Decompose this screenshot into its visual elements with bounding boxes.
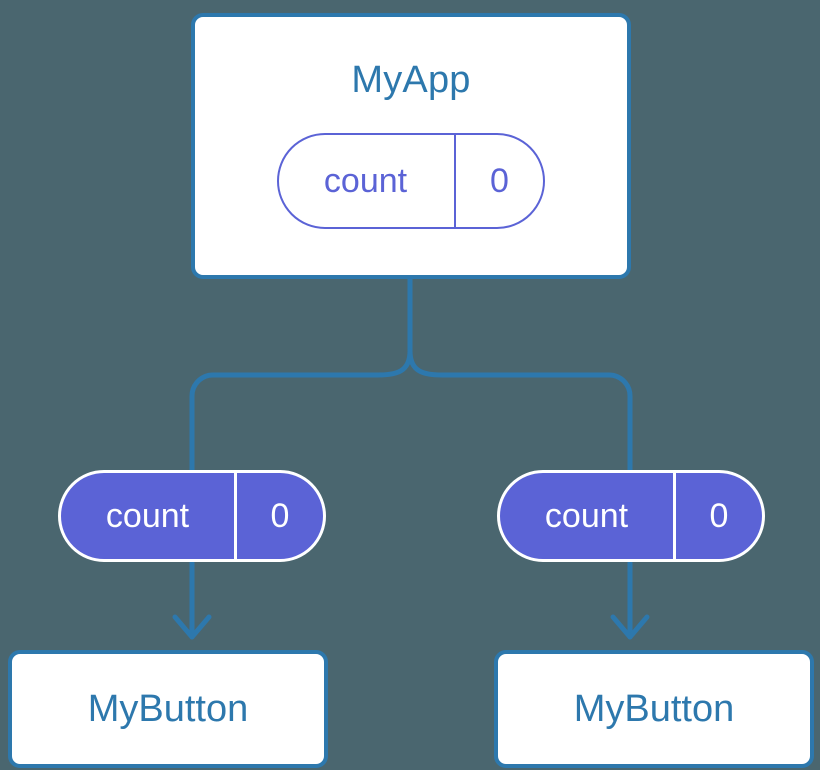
- component-card-right-child[interactable]: MyButton: [494, 650, 814, 768]
- state-value-right: 0: [709, 497, 729, 535]
- state-pill-root[interactable]: count 0: [277, 133, 545, 229]
- state-key-right: count: [500, 473, 676, 559]
- state-value-root: 0: [490, 162, 509, 200]
- component-name-root: MyApp: [351, 59, 471, 101]
- component-name-right-child: MyButton: [573, 688, 735, 730]
- state-pill-right[interactable]: count 0: [497, 470, 765, 562]
- state-pill-left[interactable]: count 0: [58, 470, 326, 562]
- state-value-left: 0: [270, 497, 290, 535]
- arrow-right-head: [610, 614, 650, 640]
- state-key-root: count: [279, 135, 456, 227]
- arrow-left-head: [172, 614, 212, 640]
- state-key-left: count: [61, 473, 237, 559]
- component-name-left-child: MyButton: [87, 688, 249, 730]
- branch-right-line: [407, 348, 633, 473]
- component-card-left-child[interactable]: MyButton: [8, 650, 328, 768]
- branch-left-line: [189, 348, 413, 473]
